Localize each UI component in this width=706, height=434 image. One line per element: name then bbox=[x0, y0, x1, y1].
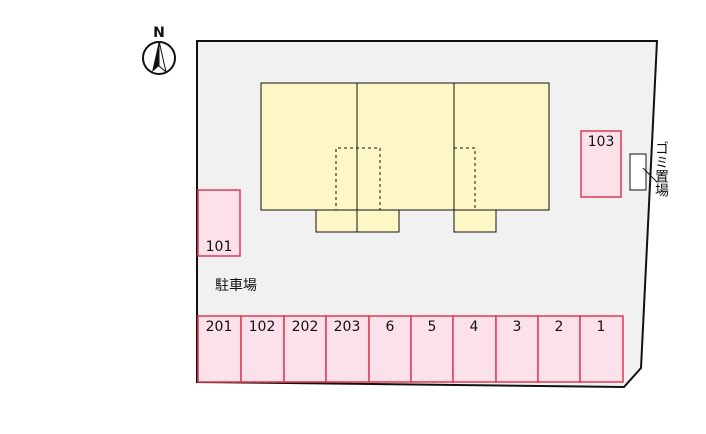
parking-label: 203 bbox=[334, 319, 361, 335]
parking-label: 102 bbox=[249, 319, 276, 335]
parking-label: 5 bbox=[428, 319, 437, 335]
parking-row: 201 102 202 203 6 5 4 3 2 1 bbox=[197, 315, 624, 383]
garbage-area: ゴミ置場 bbox=[629, 141, 669, 197]
parking-space bbox=[495, 315, 539, 383]
parking-label: 2 bbox=[555, 319, 564, 335]
parking-space-101: 101 bbox=[197, 189, 241, 257]
parking-label: 4 bbox=[470, 319, 479, 335]
parking-label: 3 bbox=[513, 319, 522, 335]
building bbox=[260, 82, 550, 233]
parking-label: 202 bbox=[292, 319, 319, 335]
parking-space bbox=[368, 315, 412, 383]
parking-space bbox=[197, 315, 242, 383]
parking-label: 1 bbox=[597, 319, 606, 335]
north-compass-icon: N bbox=[142, 25, 176, 75]
parking-space-103: 103 bbox=[580, 130, 622, 198]
parking-space bbox=[579, 315, 624, 383]
parking-space bbox=[537, 315, 581, 383]
compass-north-label: N bbox=[153, 25, 165, 41]
parking-label-101: 101 bbox=[206, 239, 233, 255]
parking-label-103: 103 bbox=[588, 134, 615, 150]
garbage-label: ゴミ置場 bbox=[653, 141, 669, 197]
parking-label: 201 bbox=[206, 319, 233, 335]
parking-area-label: 駐車場 bbox=[215, 277, 257, 294]
parking-space bbox=[452, 315, 497, 383]
parking-space bbox=[410, 315, 454, 383]
parking-label: 6 bbox=[386, 319, 395, 335]
